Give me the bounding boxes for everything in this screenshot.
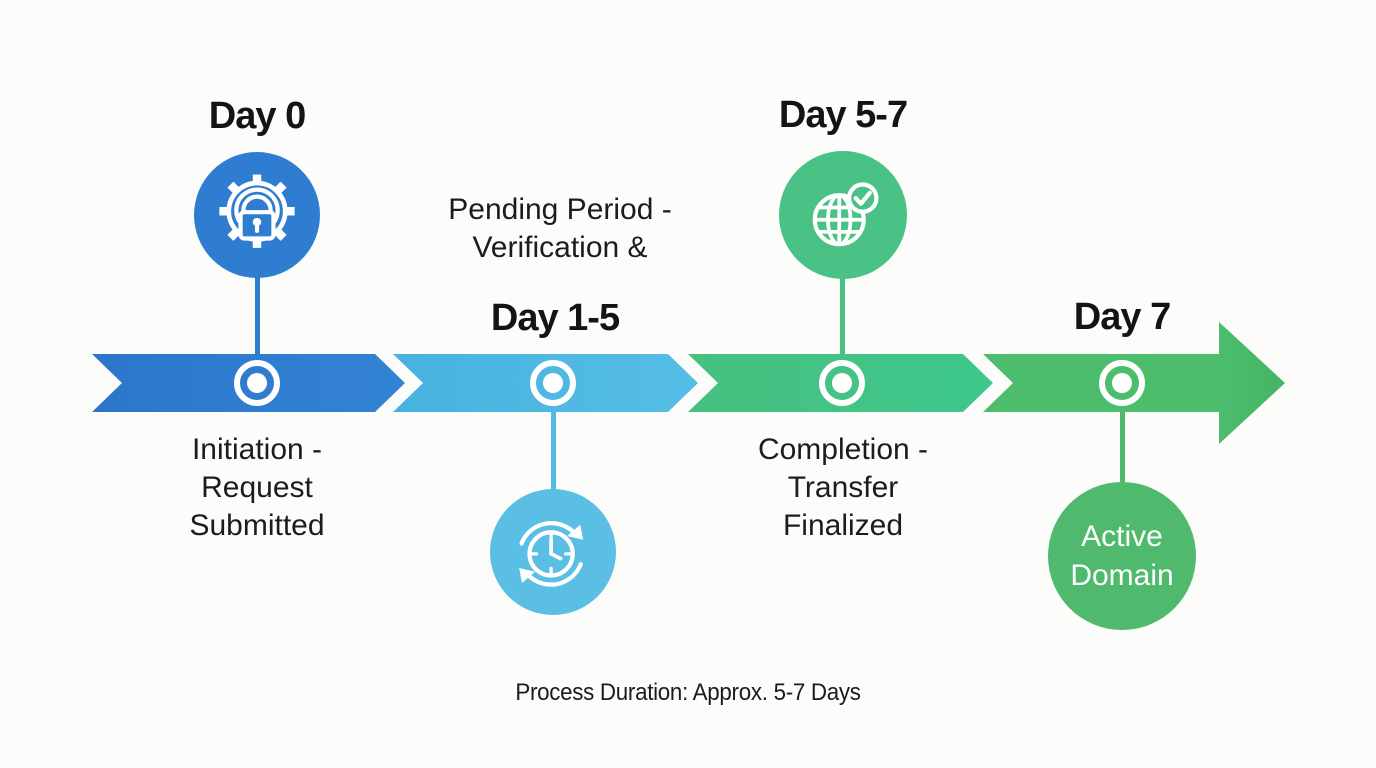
clock-refresh-icon [506, 505, 600, 599]
milestone-4-circle: Active Domain [1048, 482, 1196, 630]
marker-dot [1112, 373, 1132, 393]
milestone-3-circle [779, 151, 907, 279]
milestone-1-label: Initiation - Request Submitted [189, 433, 325, 542]
marker-dot [543, 373, 563, 393]
timeline-node-marker-3 [819, 360, 865, 406]
timeline-node-marker-2 [530, 360, 576, 406]
connector-milestone-3 [840, 276, 845, 356]
milestone-4-label: Active Domain [1070, 520, 1174, 592]
milestone-3-day-title: Day 5-7 [778, 94, 908, 136]
timeline-node-marker-4 [1099, 360, 1145, 406]
milestone-2-label: Pending Period - Verification & [448, 193, 672, 264]
milestone-3-label: Completion - Transfer Finalized [757, 433, 929, 542]
process-duration-caption: Process Duration: Approx. 5-7 Days [515, 679, 861, 706]
marker-dot [247, 373, 267, 393]
milestone-1-circle [194, 152, 320, 278]
milestone-2-circle [490, 489, 616, 615]
marker-dot [832, 373, 852, 393]
connector-milestone-2 [551, 410, 556, 492]
connector-milestone-4 [1120, 410, 1125, 484]
gear-lock-icon [210, 168, 304, 262]
milestone-4-day-title: Day 7 [1073, 296, 1171, 338]
connector-milestone-1 [255, 276, 260, 356]
timeline-node-marker-1 [234, 360, 280, 406]
timeline-arrowhead [1219, 322, 1285, 444]
globe-check-icon [796, 168, 890, 262]
milestone-2-day-title: Day 1-5 [490, 297, 620, 339]
milestone-1-day-title: Day 0 [208, 95, 306, 137]
